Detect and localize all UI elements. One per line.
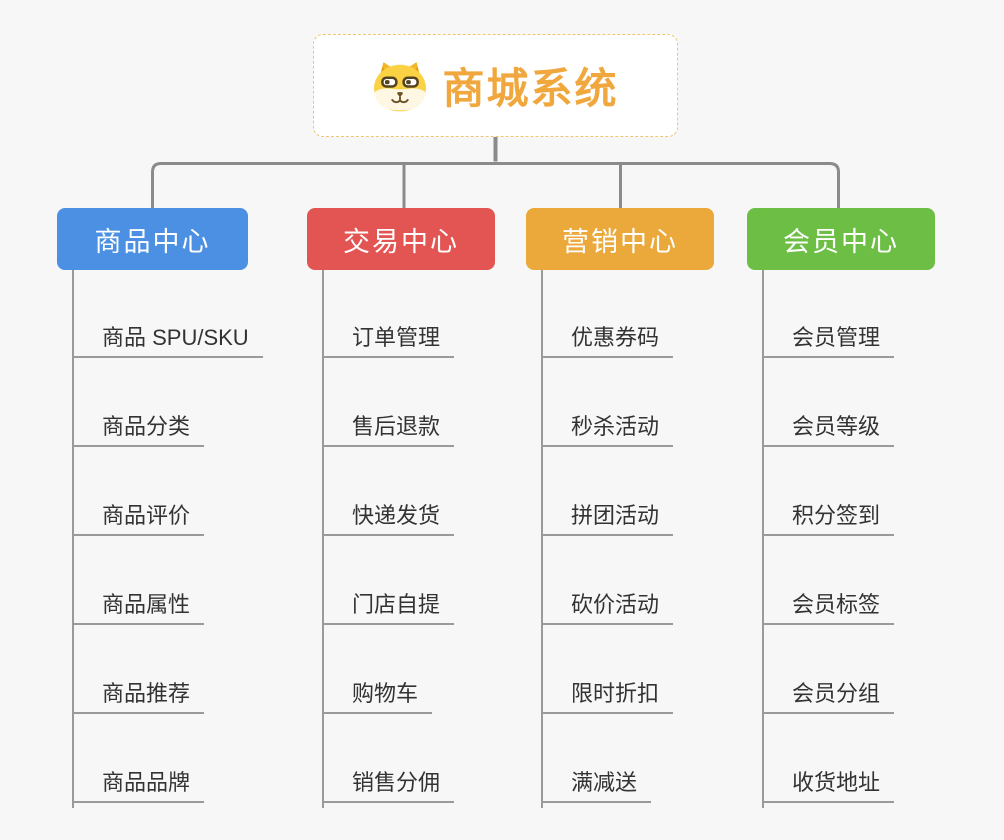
branch-node-member-center[interactable]: 会员中心: [747, 208, 935, 270]
leaf-node[interactable]: 砍价活动: [541, 594, 674, 625]
branch-column-product-center: 商品中心 商品 SPU/SKU 商品分类 商品评价 商品属性 商品推荐 商品品牌: [57, 208, 297, 840]
branch-column-member-center: 会员中心 会员管理 会员等级 积分签到 会员标签 会员分组 收货地址: [747, 208, 987, 840]
leaf-node[interactable]: 快递发货: [322, 505, 455, 536]
leaf-node[interactable]: 销售分佣: [322, 772, 455, 803]
leaf-node[interactable]: 秒杀活动: [541, 416, 674, 447]
branch-node-trade-center[interactable]: 交易中心: [307, 208, 495, 270]
leaf-node[interactable]: 会员等级: [762, 416, 895, 447]
root-node-mall-system[interactable]: 商城系统: [313, 34, 678, 137]
root-title: 商城系统: [442, 65, 619, 112]
dog-face-icon: [374, 61, 427, 111]
branch-column-marketing-center: 营销中心 优惠券码 秒杀活动 拼团活动 砍价活动 限时折扣 满减送: [526, 208, 766, 840]
leaf-node[interactable]: 会员标签: [762, 594, 895, 625]
leaf-node[interactable]: 商品属性: [72, 594, 205, 625]
leaf-node[interactable]: 商品 SPU/SKU: [72, 327, 263, 358]
leaf-node[interactable]: 商品评价: [72, 505, 205, 536]
branch-trunk-line: [762, 270, 764, 808]
leaf-node[interactable]: 售后退款: [322, 416, 455, 447]
leaf-node[interactable]: 会员分组: [762, 683, 895, 714]
branch-trunk-line: [322, 270, 324, 808]
leaf-node[interactable]: 商品分类: [72, 416, 205, 447]
leaf-node[interactable]: 会员管理: [762, 327, 895, 358]
leaf-node[interactable]: 门店自提: [322, 594, 455, 625]
leaf-node[interactable]: 满减送: [541, 772, 652, 803]
leaf-node[interactable]: 商品品牌: [72, 772, 205, 803]
leaf-node[interactable]: 拼团活动: [541, 505, 674, 536]
leaf-node[interactable]: 购物车: [322, 683, 433, 714]
leaf-node[interactable]: 订单管理: [322, 327, 455, 358]
leaf-node[interactable]: 积分签到: [762, 505, 895, 536]
branch-node-marketing-center[interactable]: 营销中心: [526, 208, 714, 270]
leaf-node[interactable]: 限时折扣: [541, 683, 674, 714]
leaf-node[interactable]: 商品推荐: [72, 683, 205, 714]
branch-trunk-line: [541, 270, 543, 808]
leaf-node[interactable]: 收货地址: [762, 772, 895, 803]
branch-trunk-line: [72, 270, 74, 808]
branch-column-trade-center: 交易中心 订单管理 售后退款 快递发货 门店自提 购物车 销售分佣: [307, 208, 547, 840]
leaf-node[interactable]: 优惠券码: [541, 327, 674, 358]
branch-node-product-center[interactable]: 商品中心: [57, 208, 248, 270]
